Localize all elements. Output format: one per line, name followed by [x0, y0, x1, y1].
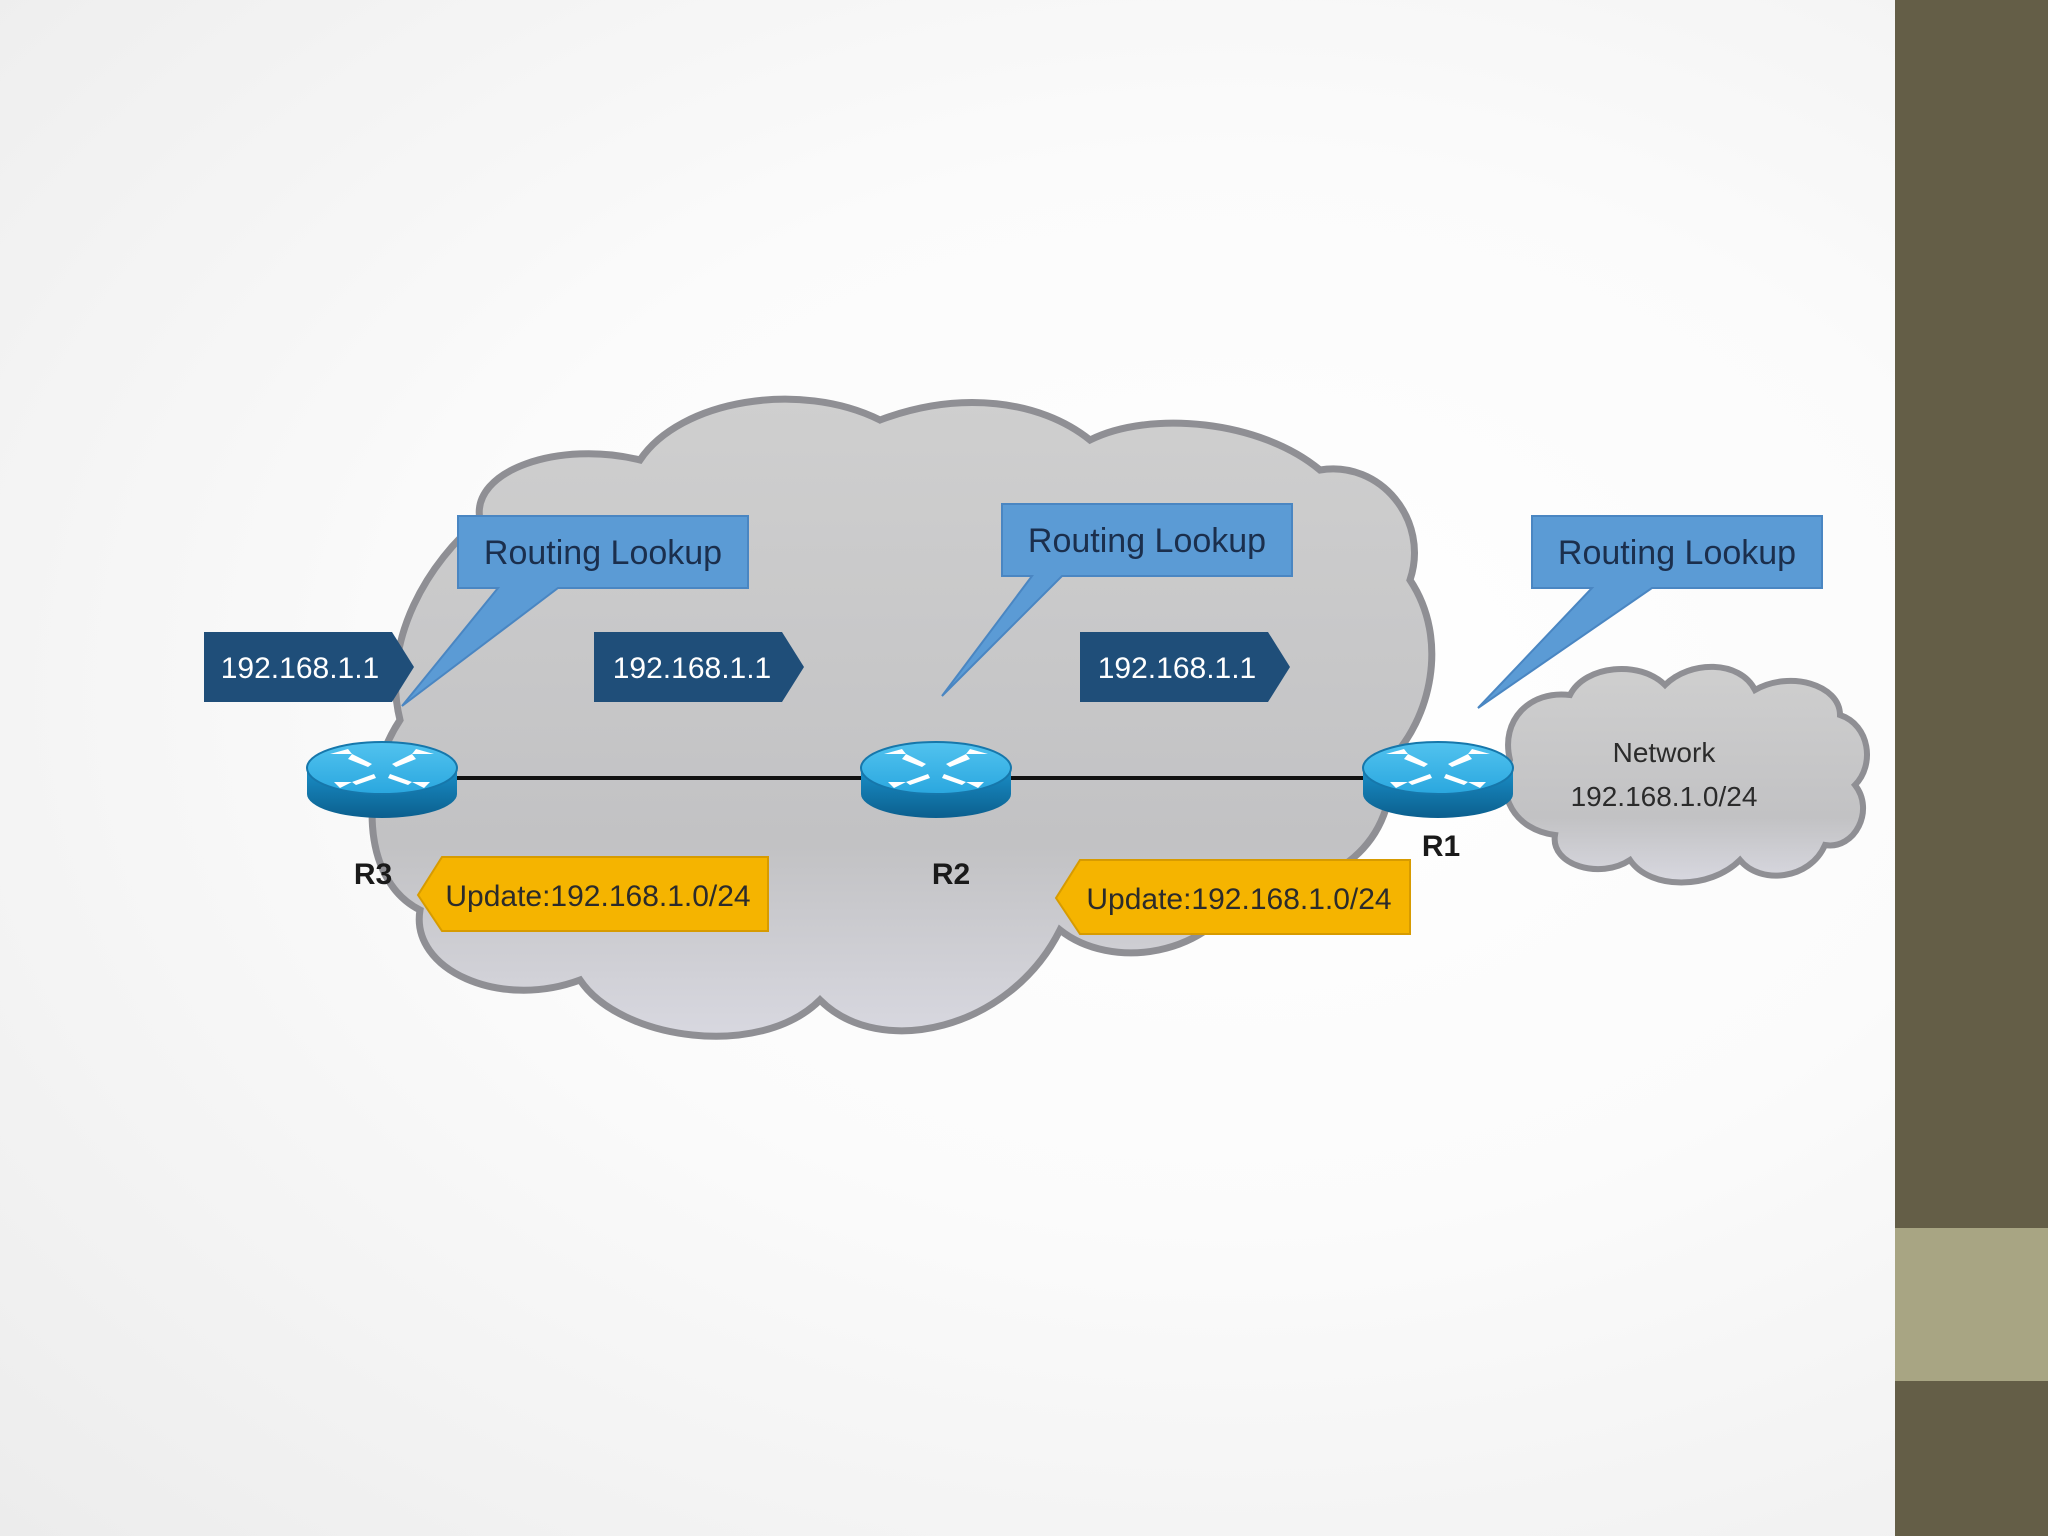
packet-address: 192.168.1.1 [221, 652, 379, 685]
packet-address: 192.168.1.1 [613, 652, 771, 685]
slide-side-bar-accent [1895, 1228, 2048, 1381]
update-text: Update:192.168.1.0/24 [445, 880, 750, 913]
routing-lookup-callout-r1: Routing Lookup [1477, 515, 1823, 709]
update-text: Update:192.168.1.0/24 [1086, 883, 1391, 916]
routing-lookup-callout-r2: Routing Lookup [941, 503, 1293, 697]
callout-label: Routing Lookup [484, 534, 722, 572]
router-r2-icon [860, 741, 1012, 819]
router-label-r2: R2 [932, 858, 970, 891]
packet-address: 192.168.1.1 [1098, 652, 1256, 685]
network-label: Network [1613, 737, 1717, 768]
router-r1-icon [1362, 741, 1514, 819]
router-r3-icon [306, 741, 458, 819]
callout-label: Routing Lookup [1558, 534, 1796, 572]
packet-arrow-1: 192.168.1.1 [204, 632, 414, 702]
packet-arrow-3: 192.168.1.1 [1080, 632, 1290, 702]
update-arrow-1: Update:192.168.1.0/24 [416, 856, 769, 932]
main-cloud [368, 395, 1436, 1040]
callout-label: Routing Lookup [1028, 522, 1266, 560]
network-cloud [1502, 663, 1870, 886]
update-arrow-2: Update:192.168.1.0/24 [1054, 859, 1411, 935]
packet-arrow-2: 192.168.1.1 [594, 632, 804, 702]
router-label-r1: R1 [1422, 830, 1460, 863]
router-label-r3: R3 [354, 858, 392, 891]
routing-lookup-callout-r3: Routing Lookup [401, 515, 749, 707]
network-address: 192.168.1.0/24 [1571, 781, 1758, 812]
